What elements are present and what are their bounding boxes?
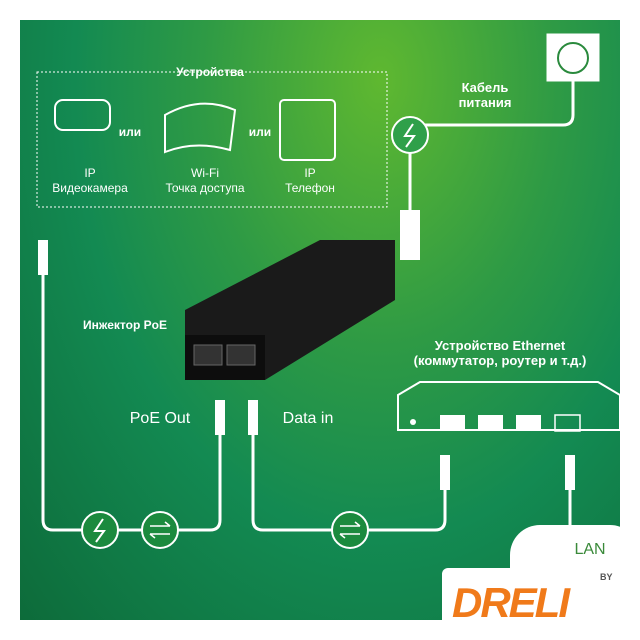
ip-phone-icon <box>279 99 336 161</box>
data-arrows-icon <box>141 511 179 549</box>
ethernet-device-label: Устройство Ethernet(коммутатор, роутер и… <box>390 338 610 368</box>
device-line1: IP <box>304 166 316 180</box>
injector-label: Инжектор PoE <box>83 318 167 332</box>
ip-camera-icon <box>54 99 111 131</box>
connection-lines <box>36 33 620 550</box>
device-line1: Wi-Fi <box>191 166 219 180</box>
or-label: или <box>248 125 272 139</box>
ethernet-switch-icon <box>397 381 620 431</box>
devices-box <box>36 71 388 208</box>
logo-sup: BY <box>600 572 613 582</box>
rj45-connector-icon <box>38 240 48 275</box>
lightning-icon <box>403 123 416 148</box>
rj45-connector-icon <box>215 400 225 435</box>
poe-out-line <box>41 260 222 532</box>
dreli-logo: DRELI BY <box>442 568 620 640</box>
data-arrows-icon <box>331 511 369 549</box>
lan-label: LAN <box>574 541 606 558</box>
device-line2: Точка доступа <box>165 181 245 195</box>
access-point-icon <box>164 102 237 154</box>
ethernet-line2: (коммутатор, роутер и т.д.) <box>413 353 587 368</box>
power-cable-line2: питания <box>458 95 512 110</box>
rj45-connector-icon <box>565 455 575 490</box>
rj45-connector-icon <box>440 455 450 490</box>
device-line2: Телефон <box>285 181 335 195</box>
data-in-label: Data in <box>282 410 334 427</box>
rj45-port <box>226 344 256 366</box>
power-cable-line1: Кабель <box>461 80 509 95</box>
devices-title: Устройства <box>176 65 244 79</box>
or-label: или <box>118 125 142 139</box>
logo-text: DRELI <box>452 579 570 626</box>
ethernet-line1: Устройство Ethernet <box>434 338 566 353</box>
power-plug-icon <box>400 210 420 260</box>
device-line2: Видеокамера <box>52 181 128 195</box>
lightning-icon <box>93 518 106 543</box>
poe-out-label: PoE Out <box>129 410 191 427</box>
device-line1: IP <box>84 166 96 180</box>
rj45-connector-icon <box>248 400 258 435</box>
rj45-port <box>193 344 223 366</box>
